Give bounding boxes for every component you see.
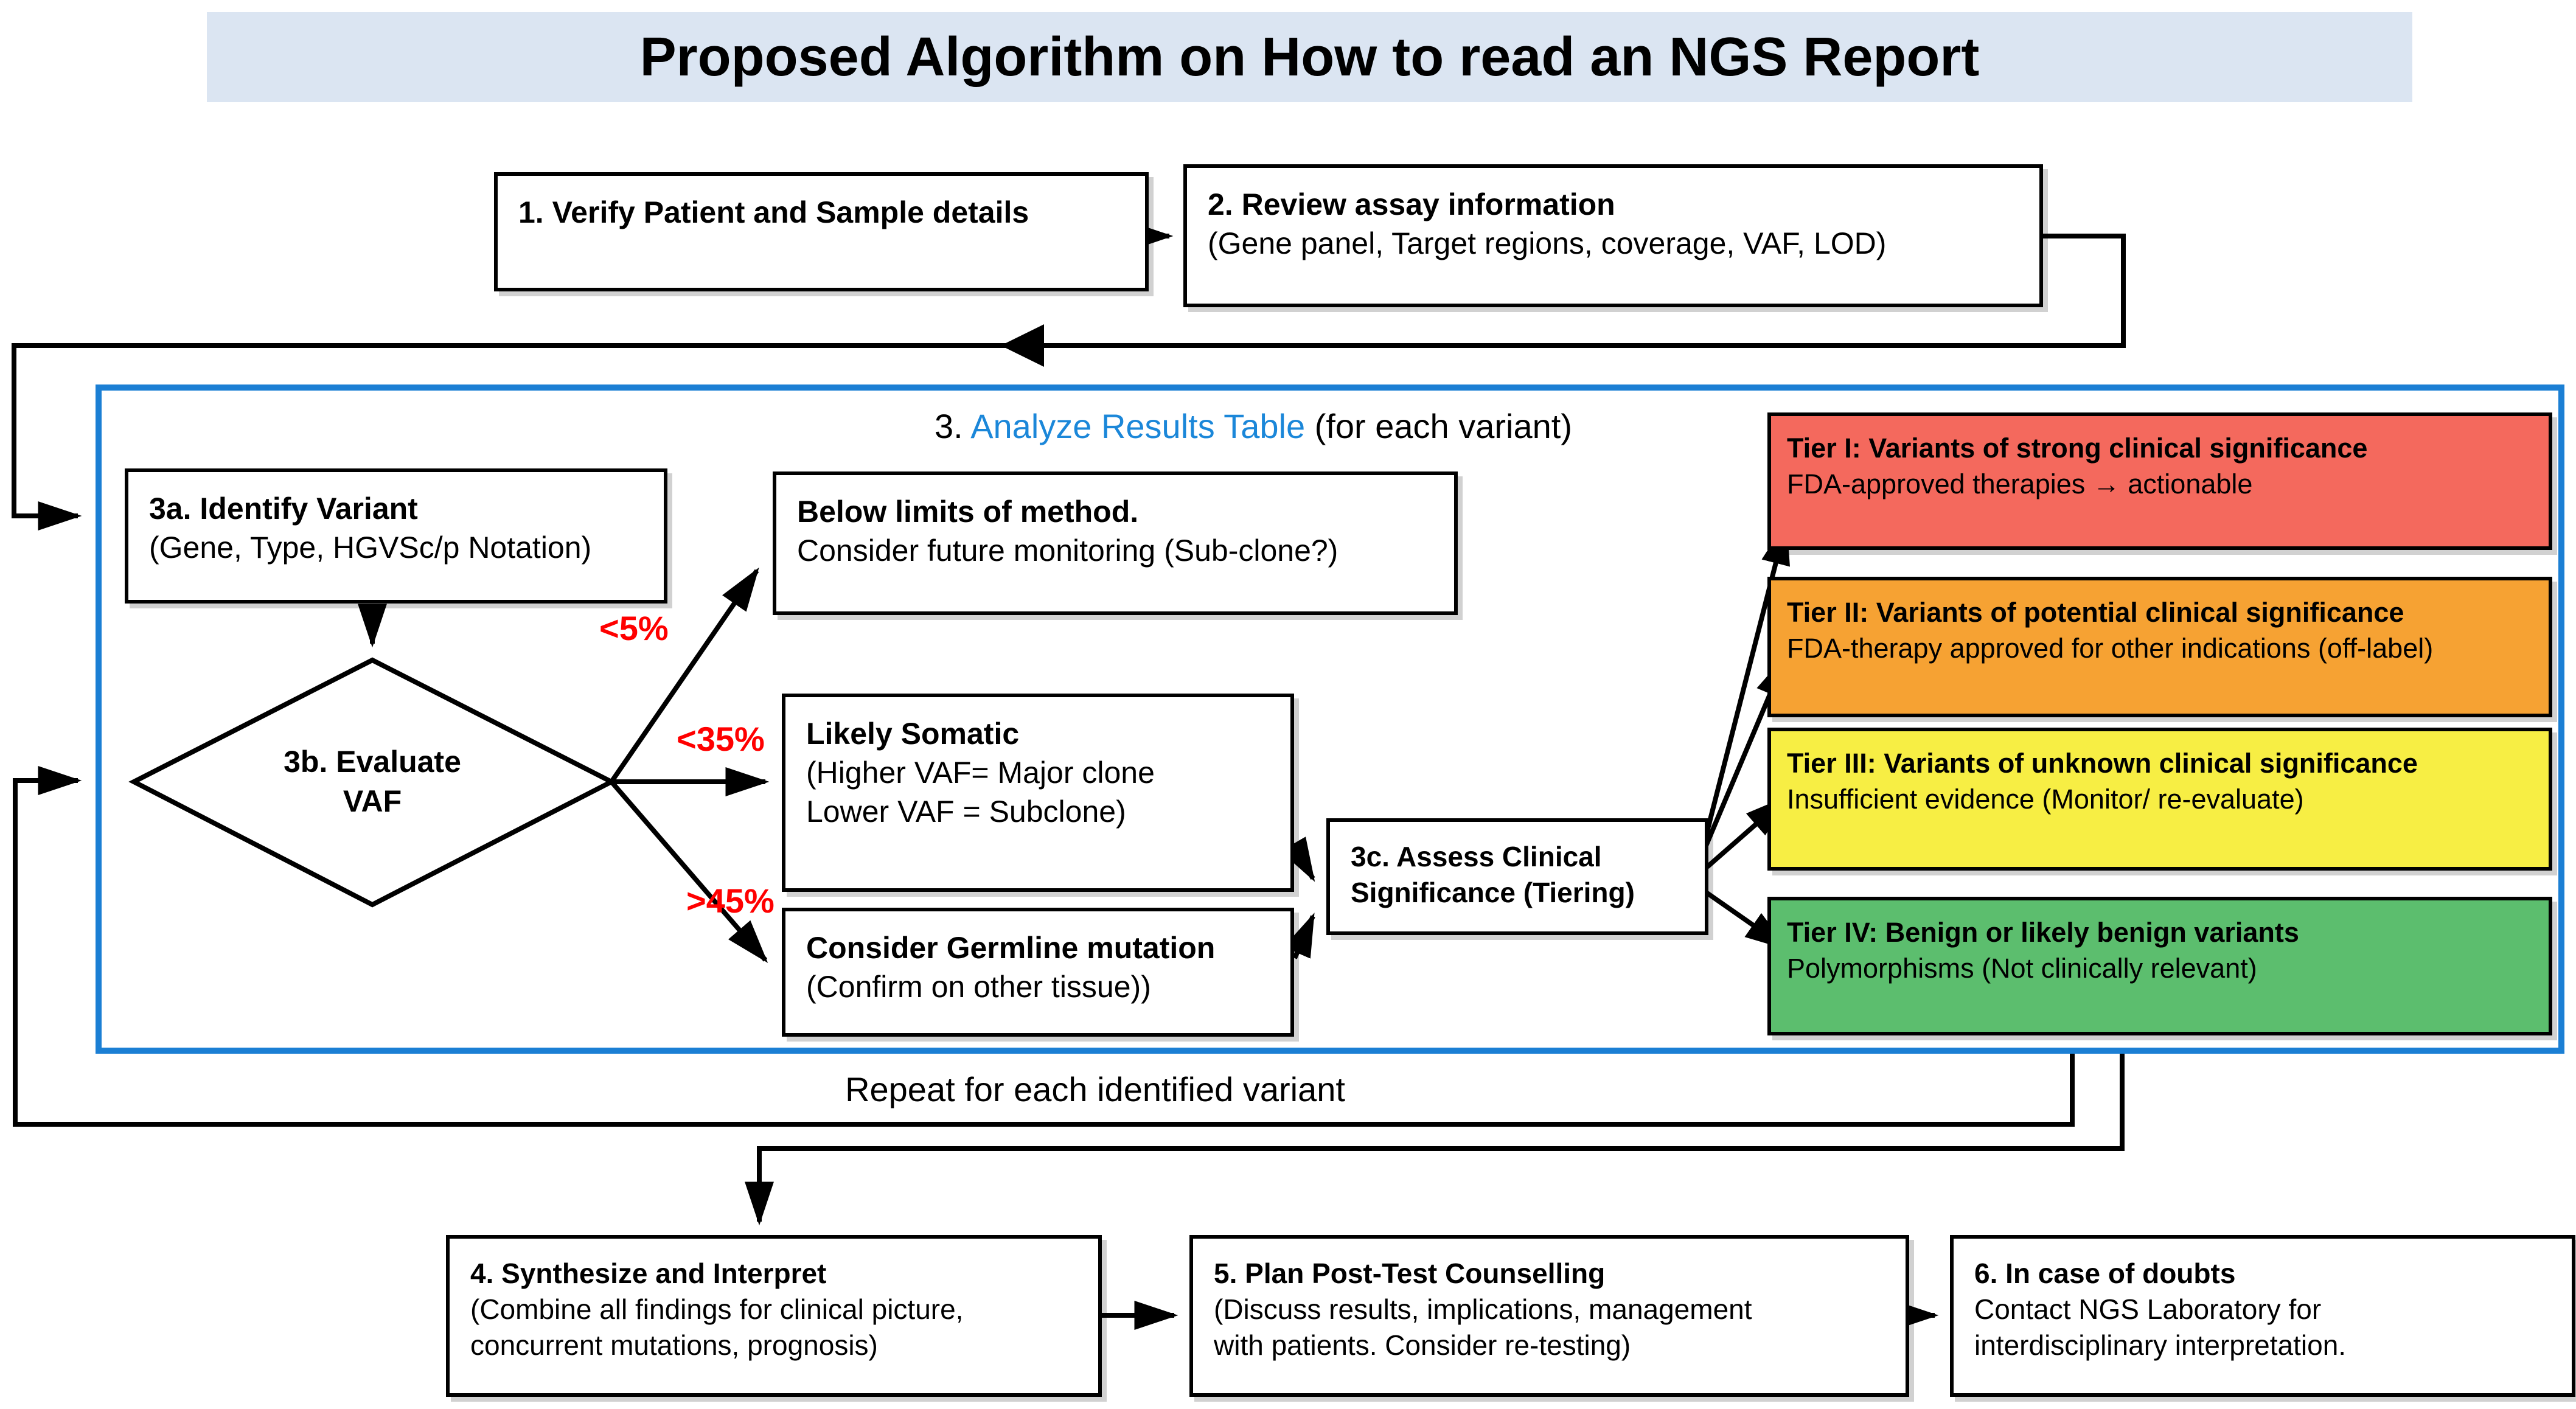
step2-detail: (Gene panel, Target regions, coverage, V… <box>1208 226 1887 260</box>
step3a-heading: 3a. Identify Variant <box>149 492 418 526</box>
germline-box: Consider Germline mutation (Confirm on o… <box>782 908 1294 1037</box>
step3b-diamond-label: 3b. Evaluate VAF <box>226 706 518 858</box>
step6-detail2: interdisciplinary interpretation. <box>1974 1329 2347 1361</box>
tier3-detail: Insufficient evidence (Monitor/ re-evalu… <box>1787 783 2304 815</box>
below-limits-detail: Consider future monitoring (Sub-clone?) <box>797 534 1338 568</box>
step2-heading: 2. Review assay information <box>1208 187 1615 221</box>
step3c-box: 3c. Assess Clinical Significance (Tierin… <box>1326 818 1708 935</box>
step3c-line1: 3c. Assess Clinical <box>1351 841 1602 872</box>
likely-somatic-detail1: (Higher VAF= Major clone <box>806 756 1155 790</box>
tier2-detail: FDA-therapy approved for other indicatio… <box>1787 632 2434 664</box>
tier4-box: Tier IV: Benign or likely benign variant… <box>1767 897 2552 1035</box>
branch-label-high: >45% <box>686 882 775 920</box>
step3c-line2: Significance (Tiering) <box>1351 876 1635 908</box>
step6-heading: 6. In case of doubts <box>1974 1258 2236 1289</box>
repeat-note: Repeat for each identified variant <box>845 1070 1345 1108</box>
step3-number: 3. <box>935 407 963 445</box>
page-title: Proposed Algorithm on How to read an NGS… <box>639 26 1980 88</box>
step3b-line2: VAF <box>343 784 402 818</box>
step1-heading: 1. Verify Patient and Sample details <box>518 195 1029 229</box>
germline-detail: (Confirm on other tissue)) <box>806 970 1151 1004</box>
step1-box: 1. Verify Patient and Sample details <box>494 172 1149 291</box>
step3a-detail: (Gene, Type, HGVSc/p Notation) <box>149 531 592 565</box>
tier4-heading: Tier IV: Benign or likely benign variant… <box>1787 917 2299 948</box>
step5-detail1: (Discuss results, implications, manageme… <box>1214 1293 1752 1325</box>
step3-container <box>96 384 2564 1054</box>
step3a-box: 3a. Identify Variant (Gene, Type, HGVSc/… <box>125 468 667 604</box>
step6-detail1: Contact NGS Laboratory for <box>1974 1293 2322 1325</box>
germline-heading: Consider Germline mutation <box>806 931 1216 965</box>
step3-title: Analyze Results Table <box>970 407 1306 445</box>
likely-somatic-heading: Likely Somatic <box>806 717 1020 751</box>
tier3-box: Tier III: Variants of unknown clinical s… <box>1767 728 2552 871</box>
step4-box: 4. Synthesize and Interpret (Combine all… <box>446 1235 1102 1397</box>
likely-somatic-detail2: Lower VAF = Subclone) <box>806 795 1126 829</box>
tier4-detail: Polymorphisms (Not clinically relevant) <box>1787 952 2257 984</box>
tier3-heading: Tier III: Variants of unknown clinical s… <box>1787 748 2418 779</box>
step3-suffix: (for each variant) <box>1305 407 1572 445</box>
step3-header: 3. Analyze Results Table (for each varia… <box>882 406 1624 446</box>
below-limits-box: Below limits of method. Consider future … <box>773 471 1458 615</box>
step5-box: 5. Plan Post-Test Counselling (Discuss r… <box>1189 1235 1909 1397</box>
tier2-heading: Tier II: Variants of potential clinical … <box>1787 597 2404 628</box>
step4-heading: 4. Synthesize and Interpret <box>470 1258 827 1289</box>
branch-label-mid: <35% <box>677 720 765 758</box>
step3b-line1: 3b. Evaluate <box>284 745 461 779</box>
branch-label-low: <5% <box>599 609 669 647</box>
title-banner: Proposed Algorithm on How to read an NGS… <box>207 12 2412 102</box>
step5-heading: 5. Plan Post-Test Counselling <box>1214 1258 1606 1289</box>
below-limits-heading: Below limits of method. <box>797 495 1139 529</box>
tier2-box: Tier II: Variants of potential clinical … <box>1767 577 2552 717</box>
tier1-heading: Tier I: Variants of strong clinical sign… <box>1787 433 2368 464</box>
likely-somatic-box: Likely Somatic (Higher VAF= Major clone … <box>782 694 1294 892</box>
step5-detail2: with patients. Consider re-testing) <box>1214 1329 1631 1361</box>
step6-box: 6. In case of doubts Contact NGS Laborat… <box>1950 1235 2575 1397</box>
tier1-box: Tier I: Variants of strong clinical sign… <box>1767 412 2552 550</box>
step4-detail1: (Combine all findings for clinical pictu… <box>470 1293 964 1325</box>
step2-box: 2. Review assay information (Gene panel,… <box>1183 164 2043 307</box>
step4-detail2: concurrent mutations, prognosis) <box>470 1329 878 1361</box>
tier1-detail: FDA-approved therapies → actionable <box>1787 468 2253 499</box>
